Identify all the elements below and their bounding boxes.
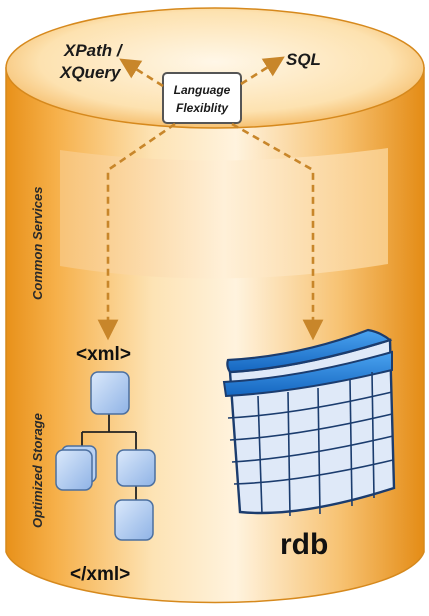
xpath-label: XPath / [63,41,124,60]
language-flexibility-box: Language Flexiblity [162,72,242,124]
xml-tree [55,371,156,541]
xml-left-node [55,449,93,491]
optimized-storage-label: Optimized Storage [30,413,45,528]
xml-open-label: <xml> [76,344,131,365]
common-services-label: Common Services [30,187,45,300]
sql-label: SQL [286,50,321,69]
xml-bottom-node [114,499,154,541]
rdb-label: rdb [280,528,328,561]
flexibility-label: Flexiblity [176,101,229,115]
rdb-table-header [226,328,393,374]
cylinder-top [5,7,425,129]
xquery-label: XQuery [59,63,122,82]
arrow-to-sql [240,56,285,86]
common-services-band [60,148,388,279]
arrows [97,56,324,341]
arrow-to-xml [97,122,176,341]
arrow-to-xpath [119,58,164,88]
xml-right-node [116,449,156,487]
xml-close-label: </xml> [70,564,130,585]
language-label: Language [174,83,231,97]
cylinder [5,7,425,604]
xml-root-node [90,371,130,415]
rdb-table [222,328,396,517]
